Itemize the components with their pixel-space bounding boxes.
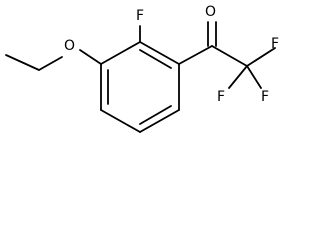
atom-fluorine-cf3-bottom-right: F [261,89,269,105]
bond-ring-c1-c2 [100,41,141,65]
atom-oxygen-carbonyl: O [205,4,216,20]
bond-ring-c2-c3 [139,41,180,65]
atom-oxygen-ether: O [64,38,75,54]
bond-carbonyl-cf3 [211,45,248,67]
atom-fluorine-ring: F [136,8,144,24]
bond-ring-inner-upper [139,49,172,69]
bond-ethyl-ch2-oxygen [38,56,63,71]
atom-fluorine-cf3-bottom-left: F [217,89,225,105]
bond-ring-c5-c6 [100,109,141,133]
bond-ring-c4-c5 [139,109,180,133]
bond-ethyl-ch3-ch2 [5,54,40,71]
bond-oxygen-ring [79,49,102,65]
molecule-diagram: O F O F F F [5,4,279,133]
atom-fluorine-cf3-right: F [271,36,279,52]
bond-cf3-f-right [246,47,276,67]
bond-cf3-f-bottom-left [228,65,248,89]
bond-ring-carbonyl-carbon [178,45,213,65]
bond-cf3-f-bottom-right [246,65,262,89]
bond-ring-inner-lower [139,105,172,125]
